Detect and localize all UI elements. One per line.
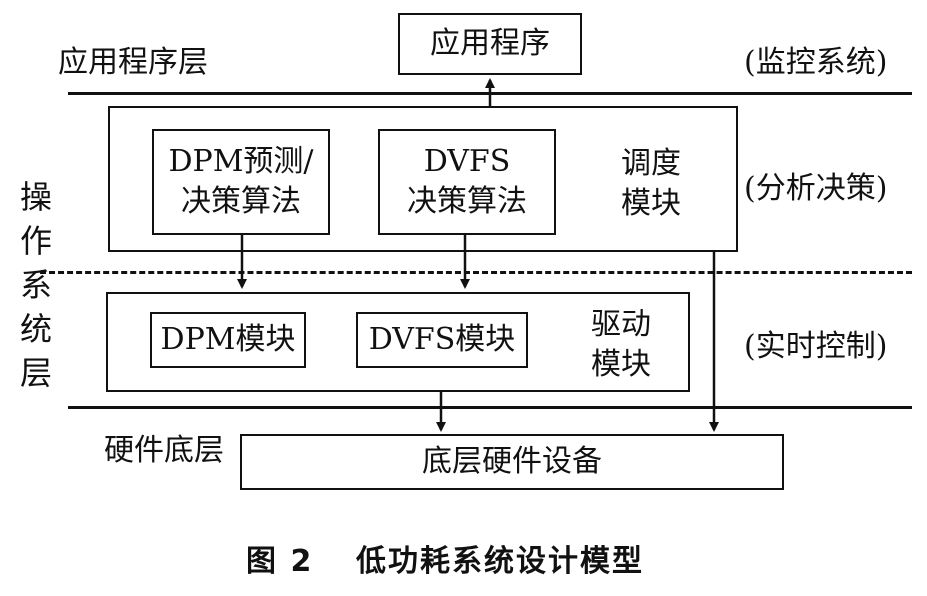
os-hw-divider [68, 406, 912, 409]
dvfs-algorithm-label: DVFS 决策算法 [407, 144, 527, 219]
hardware-device-label: 底层硬件设备 [422, 444, 602, 479]
realtime-control-label: (实时控制) [744, 329, 888, 364]
monitor-system-label: (监控系统) [744, 45, 888, 80]
hardware-device-box: 底层硬件设备 [240, 434, 784, 490]
dpm-module-label: DPM模块 [160, 322, 296, 357]
figure-title: 低功耗系统设计模型 [356, 544, 644, 579]
dpm-algorithm-box: DPM预测/ 决策算法 [152, 129, 330, 235]
figure-number: 图 2 [246, 544, 314, 579]
os-internal-divider [40, 271, 912, 274]
analysis-decision-label: (分析决策) [744, 171, 888, 206]
dpm-algorithm-label: DPM预测/ 决策算法 [168, 144, 314, 219]
driver-module-label: 驱动 模块 [591, 307, 651, 382]
application-box-label: 应用程序 [430, 26, 550, 61]
scheduler-module-label: 调度 模块 [621, 146, 681, 221]
dpm-module-box: DPM模块 [150, 312, 306, 368]
scheduler-module: 调度 模块 [596, 139, 706, 229]
dvfs-module-box: DVFS模块 [356, 312, 528, 368]
driver-module: 驱动 模块 [566, 302, 676, 388]
hardware-layer-label: 硬件底层 [104, 433, 224, 468]
app-layer-label: 应用程序层 [58, 45, 208, 80]
dvfs-algorithm-box: DVFS 决策算法 [378, 129, 556, 235]
dvfs-module-label: DVFS模块 [368, 322, 516, 357]
application-box: 应用程序 [398, 13, 582, 75]
